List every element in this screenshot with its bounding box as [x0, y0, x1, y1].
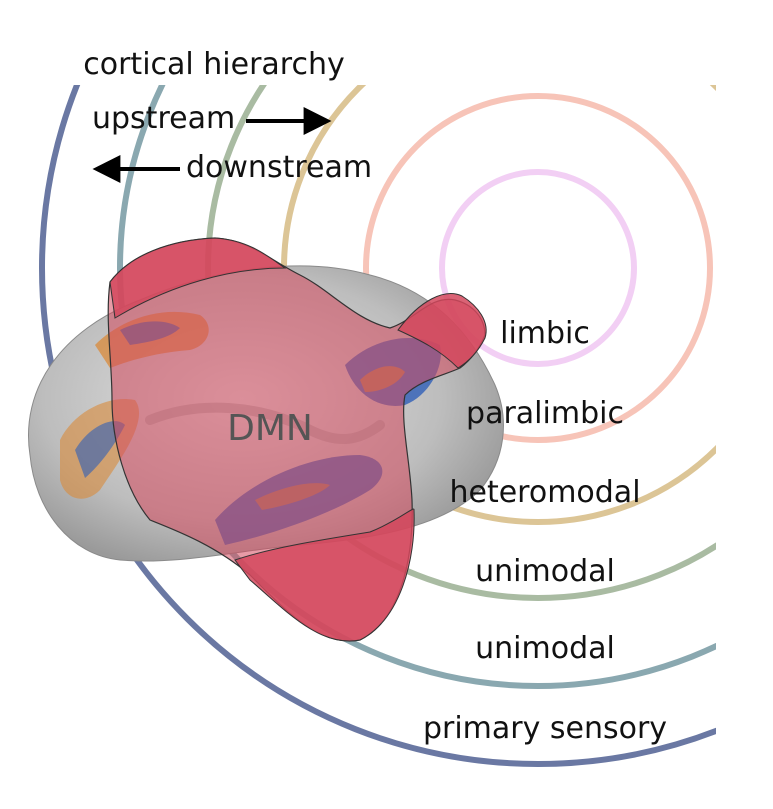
ring-label-heteromodal: heteromodal — [449, 475, 640, 510]
ring-limbic — [439, 169, 637, 367]
ring-label-unimodal-outer: unimodal — [475, 631, 615, 666]
dmn-label: DMN — [227, 408, 313, 449]
upstream-label: upstream — [92, 101, 235, 136]
dmn-lobe-right — [397, 293, 487, 369]
ring-label-unimodal-inner: unimodal — [475, 554, 615, 589]
activation-frontal-pole-blue — [75, 421, 125, 478]
ring-label-paralimbic: paralimbic — [466, 396, 624, 431]
ring-paralimbic — [363, 93, 713, 443]
ring-label-primary-sensory: primary sensory — [423, 711, 667, 746]
ring-label-limbic: limbic — [500, 316, 590, 351]
dmn-lobe-top — [109, 237, 287, 319]
downstream-label: downstream — [186, 150, 372, 185]
ring-unimodal-outer — [117, 85, 716, 689]
diagram-title: cortical hierarchy — [83, 47, 345, 82]
dmn-lobe-bottom — [234, 508, 415, 642]
ring-primary-sensory — [39, 85, 716, 767]
